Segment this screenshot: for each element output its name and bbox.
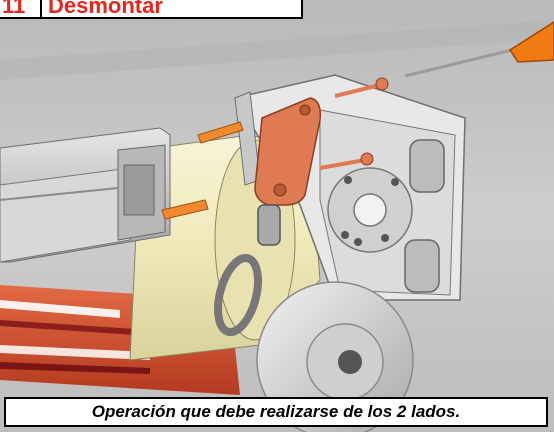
title-divider [40, 0, 42, 17]
step-title-banner: 11 Desmontar [0, 0, 303, 19]
clip-plate [254, 97, 322, 206]
profile-rail [0, 127, 171, 263]
step-number: 11 [2, 0, 26, 18]
wall-plug-icon [161, 121, 244, 220]
step-title: Desmontar [48, 0, 163, 18]
pulley-wheel-icon [256, 281, 414, 432]
screwdriver-icon [404, 21, 554, 78]
screw-icon [319, 77, 389, 170]
caption-text: Operación que debe realizarse de los 2 l… [91, 402, 461, 421]
ring-hook-icon [214, 204, 281, 336]
caption-box: Operación que debe realizarse de los 2 l… [4, 397, 548, 427]
